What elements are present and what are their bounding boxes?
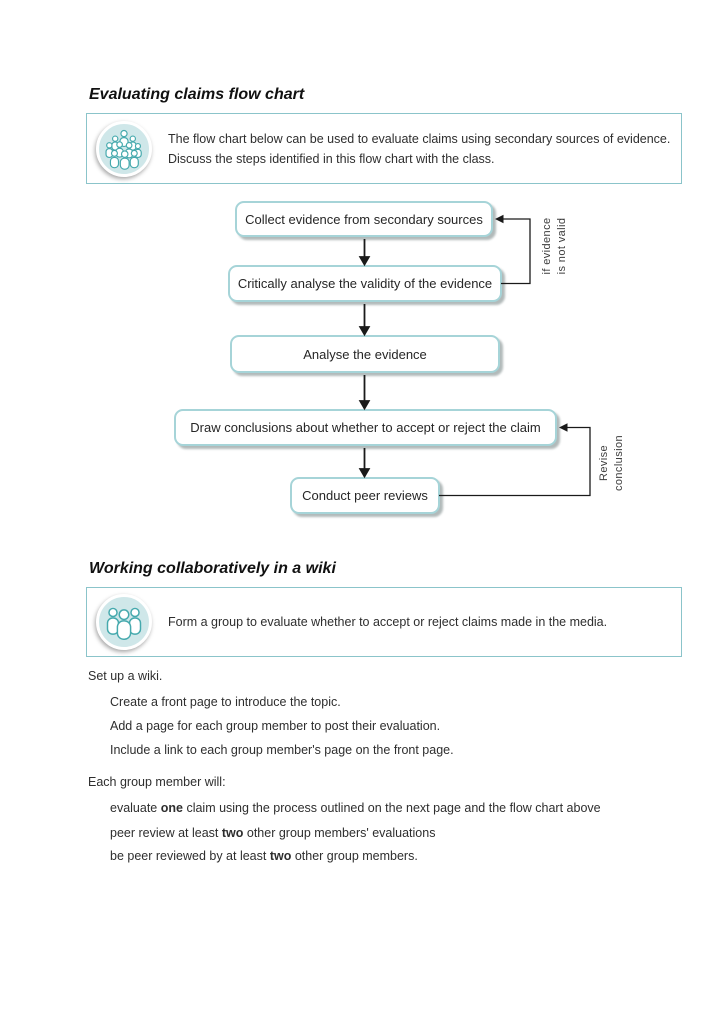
instruction-include-link: Include a link to each group member's pa… <box>110 743 454 757</box>
feedback-label-revise-conclusion: Revise conclusion <box>598 435 625 491</box>
flowchart-intro-box: The flow chart below can be used to eval… <box>86 113 682 184</box>
instruction-create-front-page: Create a front page to introduce the top… <box>110 695 341 709</box>
flow-step-collect-evidence: Collect evidence from secondary sources <box>235 201 493 237</box>
wiki-intro-line: Form a group to evaluate whether to acce… <box>168 615 608 629</box>
flowchart-intro-text: The flow chart below can be used to eval… <box>168 129 670 169</box>
wiki-intro-box: Form a group to evaluate whether to acce… <box>86 587 682 657</box>
group-of-three-icon <box>96 594 152 650</box>
instruction-evaluate-one-claim: evaluate one claim using the process out… <box>110 801 601 815</box>
instruction-be-peer-reviewed: be peer reviewed by at least two other g… <box>110 849 418 863</box>
flow-step-conduct-peer-reviews: Conduct peer reviews <box>290 477 440 514</box>
flow-step-draw-conclusions: Draw conclusions about whether to accept… <box>174 409 557 446</box>
flow-step-analyse-evidence: Analyse the evidence <box>230 335 500 373</box>
flowchart-section-title: Evaluating claims flow chart <box>89 86 305 103</box>
instruction-peer-review-two: peer review at least two other group mem… <box>110 826 436 840</box>
intro-line-1: The flow chart below can be used to eval… <box>168 131 671 146</box>
instruction-each-member-will: Each group member will: <box>88 775 226 789</box>
instruction-set-up-wiki: Set up a wiki. <box>88 669 163 683</box>
feedback-label-evidence-not-valid: if evidence is not valid <box>541 217 568 275</box>
class-crowd-icon <box>96 120 152 177</box>
instruction-add-page: Add a page for each group member to post… <box>110 719 441 733</box>
wiki-intro-text: Form a group to evaluate whether to acce… <box>168 612 607 632</box>
wiki-section-title: Working collaboratively in a wiki <box>89 560 336 577</box>
intro-line-2: Discuss the steps identified in this flo… <box>168 151 495 166</box>
flow-step-critically-analyse: Critically analyse the validity of the e… <box>228 265 502 302</box>
